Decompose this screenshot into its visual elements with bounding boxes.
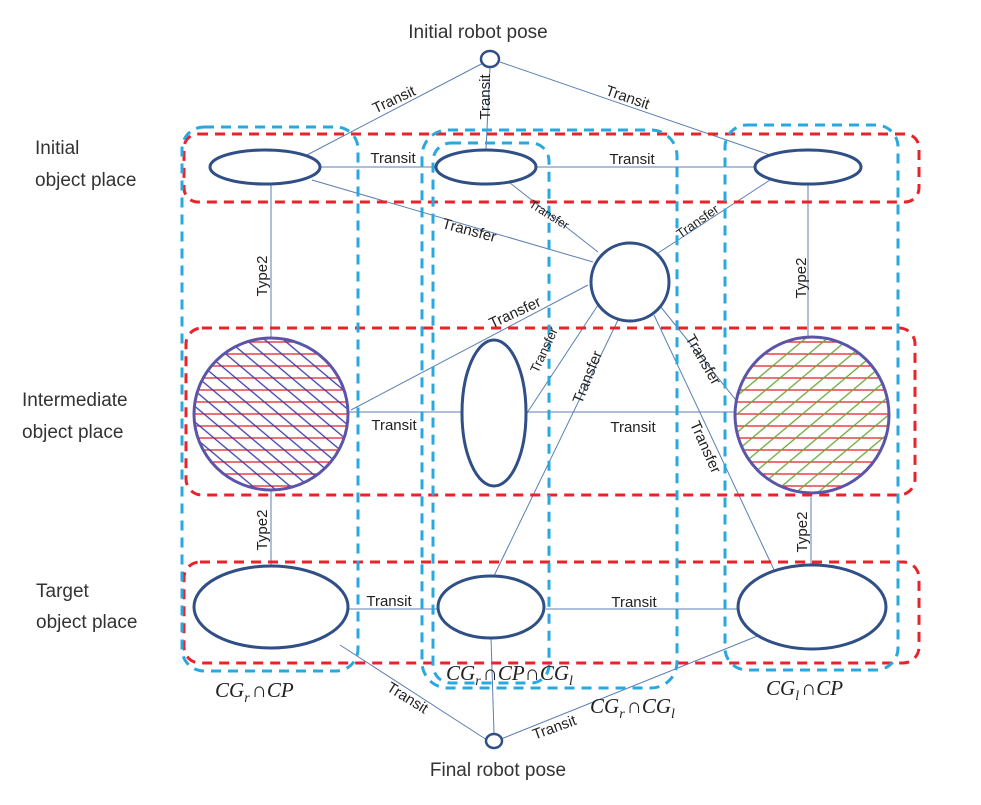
label-transit-target-left-final: Transit: [384, 679, 432, 718]
initial-place-label-line1: Initial: [35, 138, 79, 159]
edge-init-mid-circle: [509, 182, 599, 253]
cg-r-cp-group: [180, 125, 360, 673]
label-type2-left-top: Type2: [254, 256, 271, 297]
nodes: [192, 49, 891, 750]
transfer-hub-node: [589, 241, 671, 323]
final-robot-pose-label: Final robot pose: [430, 760, 566, 781]
target-place-left-node: [192, 564, 350, 650]
initial-place-right-node: [753, 148, 863, 186]
set-label-cg-r-cp: CGr∩CP: [215, 678, 294, 706]
edge-circle-left-inter: [350, 284, 589, 411]
edge-target-left-final: [339, 644, 488, 741]
edge-init-right-circle: [654, 179, 771, 256]
initial-robot-pose-label: Initial robot pose: [408, 22, 547, 43]
target-place-group: [182, 560, 921, 665]
edge-circle-mid-inter: [526, 304, 599, 414]
label-transit-init-mid-right: Transit: [609, 151, 655, 168]
label-transit-target-mid-right: Transit: [611, 594, 657, 611]
edges: [270, 59, 812, 741]
label-transfer-circle-mid-target: Transfer: [570, 348, 606, 406]
label-type2-right-top: Type2: [793, 258, 810, 299]
label-type2-left-bottom: Type2: [254, 510, 271, 551]
label-transfer-circle-mid: Transfer: [527, 325, 561, 375]
intermediate-place-label-line2: object place: [22, 422, 123, 443]
label-transit-inter-mid-right: Transit: [610, 419, 656, 436]
final-robot-pose-node: [484, 732, 504, 750]
target-place-label-line1: Target: [36, 581, 90, 602]
initial-place-label-line2: object place: [35, 170, 136, 191]
label-transfer-circle-right: Transfer: [682, 332, 724, 388]
initial-place-left-node: [208, 148, 322, 186]
label-transit-init-right: Transit: [603, 82, 652, 113]
label-transfer-circle-right-target: Transfer: [686, 418, 724, 475]
edge-circle-mid-target: [491, 319, 619, 581]
label-transfer-init-left: Transfer: [440, 215, 498, 246]
label-transit-init-mid: Transit: [477, 74, 494, 120]
label-transit-target-right-final: Transit: [530, 712, 579, 744]
cg-l-cp-group: [723, 123, 900, 672]
label-transit-inter-left-mid: Transit: [371, 417, 417, 434]
cg-r-cp-cg-l-group: [420, 128, 679, 690]
target-place-right-node: [736, 563, 888, 651]
edge-circle-right-target: [653, 314, 777, 575]
initial-place-group: [182, 132, 921, 204]
edge-init-pose-mid: [485, 66, 491, 151]
label-transfer-init-right: Transfer: [673, 201, 721, 241]
label-type2-right-bottom: Type2: [794, 512, 811, 553]
set-label-cg-r-cp-cg-l: CGr∩CP∩CGl: [446, 661, 573, 689]
label-transit-init-left: Transit: [370, 82, 419, 117]
target-place-mid-node: [436, 574, 546, 640]
intermediate-mid-node: [460, 338, 528, 488]
set-label-cg-l-cp: CGl∩CP: [766, 676, 843, 704]
label-transit-target-left-mid: Transit: [366, 593, 412, 610]
set-label-cg-r-cg-l: CGr∩CGl: [590, 694, 675, 722]
edge-init-pose-right: [499, 61, 771, 156]
label-transfer-circle-left: Transfer: [486, 294, 543, 333]
intermediate-left-hatched-node: [192, 336, 350, 492]
edge-target-right-final: [500, 634, 761, 740]
cg-r-cg-l-group: [431, 141, 551, 685]
initial-robot-pose-node: [479, 49, 501, 69]
grasp-groups: [180, 123, 900, 690]
row-labels: Initial robot pose Final robot pose Init…: [22, 22, 566, 781]
intermediate-right-hatched-node: [733, 335, 891, 495]
edge-init-pose-left: [304, 59, 490, 157]
edge-target-mid-final: [490, 637, 495, 734]
initial-place-mid-node: [434, 148, 538, 186]
set-labels: CGr∩CP CGr∩CP∩CGl CGr∩CGl CGl∩CP: [215, 661, 843, 722]
label-transit-init-left-mid: Transit: [370, 150, 416, 167]
intermediate-place-label-line1: Intermediate: [22, 390, 128, 411]
target-place-label-line2: object place: [36, 612, 137, 633]
